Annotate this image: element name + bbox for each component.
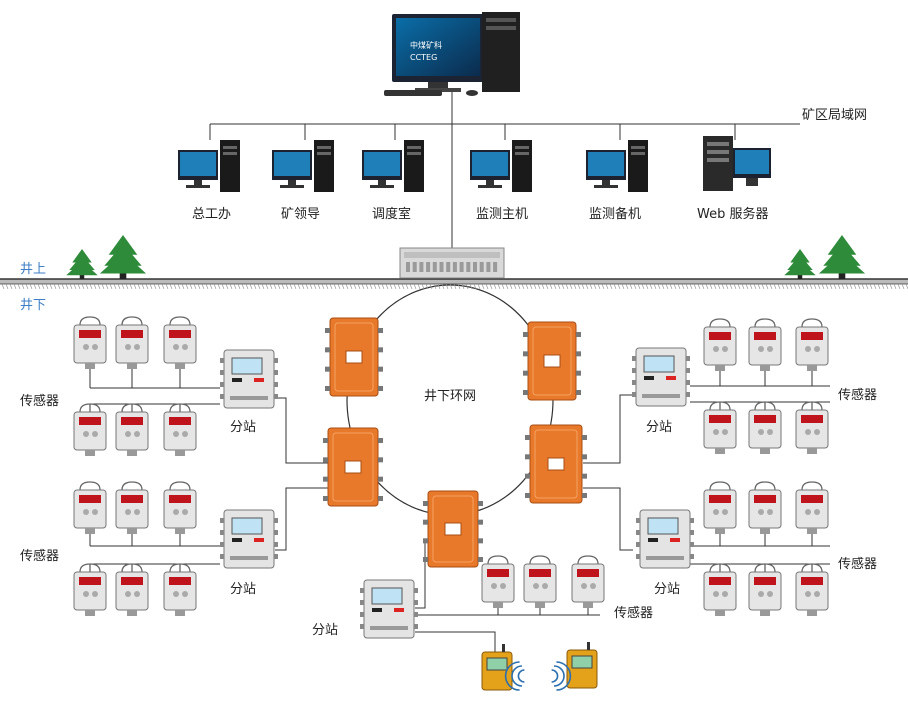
sensor-icon xyxy=(163,563,197,616)
tree-icon xyxy=(99,235,147,279)
zone-above-label: 井上 xyxy=(20,262,47,277)
station-label-left-bottom: 分站 xyxy=(230,582,257,597)
sensor-label-right-top: 传感器 xyxy=(838,388,878,403)
computer-label-web: Web 服务器 xyxy=(697,207,769,222)
ring-switch-box-right-top xyxy=(523,321,581,401)
zone-below-label: 井下 xyxy=(20,298,47,313)
wireless-device-icon xyxy=(481,644,513,691)
sensor-icon xyxy=(73,403,107,456)
ground-line xyxy=(0,278,908,290)
station-label-bottom: 分站 xyxy=(312,623,339,638)
tree-icon xyxy=(784,249,816,279)
computer-label-dispatch: 调度室 xyxy=(372,207,412,222)
ring-switch-icon xyxy=(399,247,505,279)
wireless-signal-icon xyxy=(504,661,572,691)
substation-icon-left-top xyxy=(220,349,278,409)
ring-switch-box-left-bottom xyxy=(323,427,383,507)
sensor-label-right-bottom: 传感器 xyxy=(838,557,878,572)
brand-logo-text: CCTEG xyxy=(410,53,437,62)
main-host-computer-icon: 中煤矿科 CCTEG xyxy=(384,12,520,96)
sensor-icon xyxy=(73,563,107,616)
sensor-icon xyxy=(571,555,605,608)
sensor-icon xyxy=(163,481,197,534)
computer-label-main: 监测主机 xyxy=(476,207,529,222)
brand-name: 中煤矿科 xyxy=(410,40,442,50)
station-label-left-top: 分站 xyxy=(230,420,257,435)
sensor-icon xyxy=(748,563,782,616)
substation-icon-left-bottom xyxy=(220,509,278,569)
server-icon-web xyxy=(703,136,771,191)
sensor-icon xyxy=(703,481,737,534)
ring-switch-box-bottom xyxy=(423,490,483,568)
network-label: 矿区局域网 xyxy=(802,108,868,123)
sensor-icon xyxy=(703,318,737,371)
sensor-icon xyxy=(523,555,557,608)
ring-switch-box-right-bottom xyxy=(525,424,587,504)
computer-icon-leader xyxy=(272,140,334,192)
substation-icon-right-top xyxy=(632,347,690,407)
sensor-icon xyxy=(703,401,737,454)
sensor-icon xyxy=(163,403,197,456)
computer-icon-main xyxy=(470,140,532,192)
sensor-icon xyxy=(481,555,515,608)
sensor-icon xyxy=(748,481,782,534)
sensor-icon xyxy=(115,481,149,534)
sensor-label-bottom: 传感器 xyxy=(614,606,654,621)
substation-icon-bottom xyxy=(360,579,418,639)
substation-icon-right-bottom xyxy=(636,509,694,569)
sensor-icon xyxy=(748,318,782,371)
wireless-device-icon xyxy=(566,642,598,689)
sensor-icon xyxy=(748,401,782,454)
sensor-icon xyxy=(703,563,737,616)
sensor-icon xyxy=(115,563,149,616)
tree-icon xyxy=(66,249,98,279)
sensor-icon xyxy=(795,401,829,454)
sensor-icon xyxy=(795,563,829,616)
computer-icon-backup xyxy=(586,140,648,192)
sensor-label-left-top: 传感器 xyxy=(20,394,60,409)
sensor-icon xyxy=(73,316,107,369)
computer-label-leader: 矿领导 xyxy=(281,207,321,222)
computer-label-office: 总工办 xyxy=(192,207,232,222)
sensor-icon xyxy=(115,403,149,456)
ring-switch-box-left-top xyxy=(325,317,383,397)
tree-icon xyxy=(818,235,866,279)
ring-label: 井下环网 xyxy=(424,389,477,404)
sensor-icon xyxy=(73,481,107,534)
computer-icon-office xyxy=(178,140,240,192)
sensor-icon xyxy=(163,316,197,369)
sensor-icon xyxy=(115,316,149,369)
sensor-label-left-bottom: 传感器 xyxy=(20,549,60,564)
sensor-icon xyxy=(795,481,829,534)
station-label-right-top: 分站 xyxy=(646,420,673,435)
station-label-right-bottom: 分站 xyxy=(654,582,681,597)
computer-icon-dispatch xyxy=(362,140,424,192)
computer-label-backup: 监测备机 xyxy=(589,207,642,222)
sensor-icon xyxy=(795,318,829,371)
